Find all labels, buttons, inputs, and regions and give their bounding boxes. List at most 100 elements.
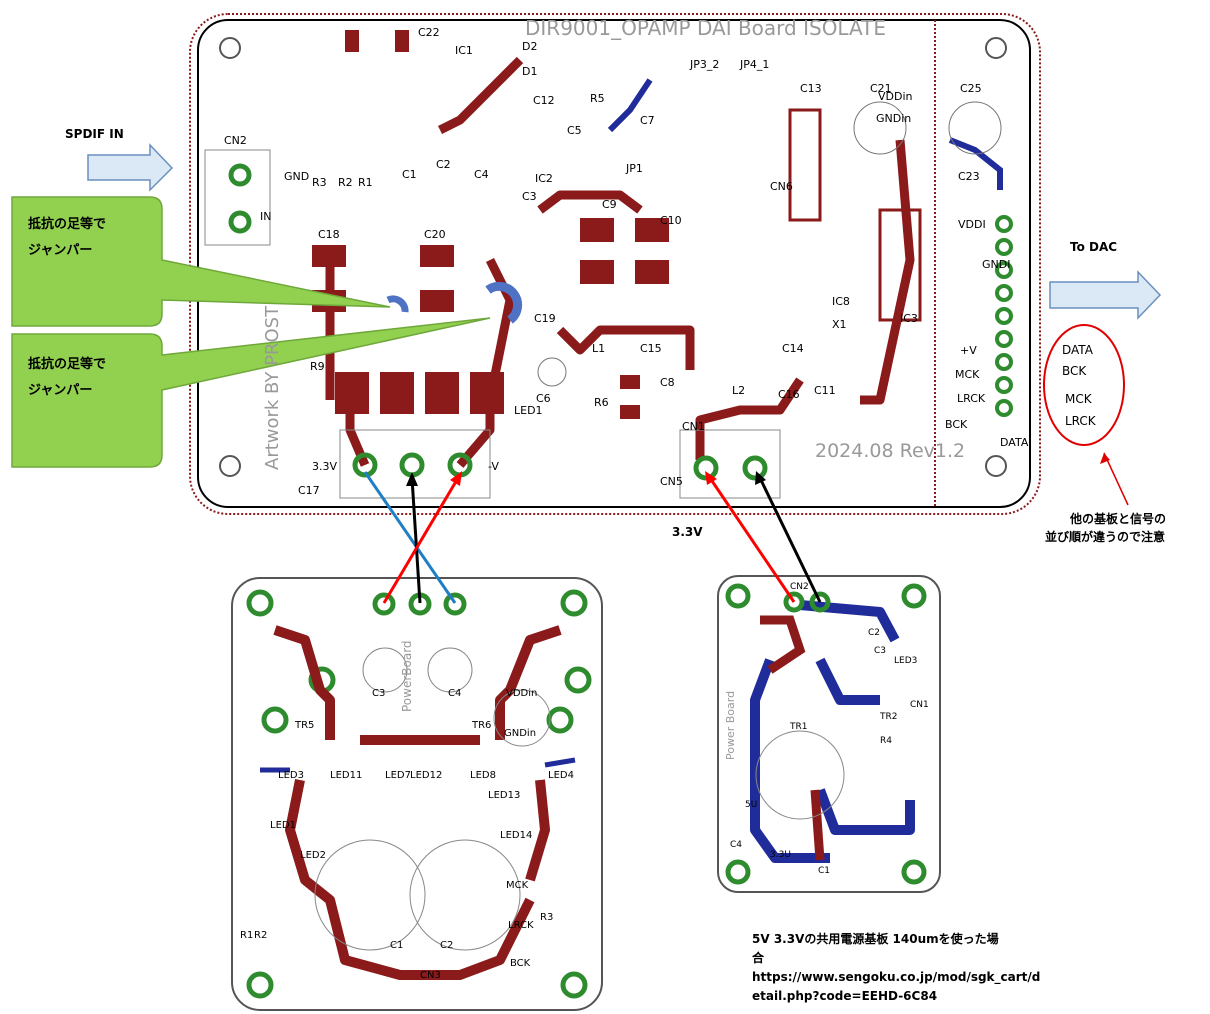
pads	[312, 30, 669, 419]
jumper-2	[485, 281, 523, 324]
ref-label: C12	[533, 94, 555, 107]
ref-label: X1	[832, 318, 847, 331]
right-board-ref-label: TR1	[790, 722, 808, 732]
ref-label: D2	[522, 40, 538, 53]
ref-label: C9	[602, 198, 617, 211]
note-line4[interactable]: etail.php?code=EEHD-6C84	[752, 989, 938, 1003]
ref-label: C3	[522, 190, 537, 203]
left-board-ref-label: MCK	[506, 880, 529, 891]
ref-label: C7	[640, 114, 655, 127]
led1	[537, 357, 567, 387]
left-board-name: PowerBoard	[400, 640, 414, 712]
callout-1-line2: ジャンパー	[28, 243, 93, 258]
ref-label: C14	[782, 342, 804, 355]
ref-label: CN5	[660, 475, 683, 488]
callout-2	[11, 317, 491, 468]
ref-label: R1	[358, 176, 373, 189]
signal-bck: BCK	[1062, 364, 1087, 378]
ref-label: C5	[567, 124, 582, 137]
right-board-name: Power Board	[724, 690, 737, 760]
left-board-ref-label: C4	[448, 688, 462, 699]
cn1-connector	[679, 429, 781, 499]
callout-1-line1: 抵抗の足等で	[28, 217, 107, 232]
spdif-in-label: SPDIF IN	[65, 127, 124, 141]
ref-label: LRCK	[957, 392, 986, 405]
wire-gnd	[410, 477, 422, 604]
wire-33v	[708, 477, 796, 603]
ref-label: R5	[590, 92, 605, 105]
left-board-ref-label: R1	[240, 930, 254, 941]
left-board-ref-label: C1	[390, 940, 404, 951]
ref-label: GND	[284, 170, 310, 183]
callout-1	[11, 196, 391, 327]
to-dac-label: To DAC	[1070, 240, 1118, 254]
left-board-ref-label: LED2	[300, 850, 326, 861]
main-board-inner	[197, 19, 1031, 508]
cn6-header	[995, 215, 1013, 417]
jumper-1	[386, 295, 409, 313]
signal-mck: MCK	[1065, 392, 1092, 406]
ref-label: C1	[402, 168, 417, 181]
left-board-ref-label: R2	[254, 930, 268, 941]
right-board-ref-label: C3	[874, 646, 887, 656]
v33-label: 3.3V	[672, 525, 703, 539]
ref-label: +V	[960, 344, 977, 357]
right-board-ref-label: R4	[880, 736, 892, 746]
ref-label: C16	[778, 388, 800, 401]
ref-label: BCK	[945, 418, 968, 431]
right-board-ref-label: CN1	[910, 700, 929, 710]
left-board-ref-label: LED11	[330, 770, 363, 781]
ref-label: DATA	[1000, 436, 1029, 449]
ref-label: IN	[260, 210, 272, 223]
left-board-ref-label: LED7	[385, 770, 411, 781]
left-board-ref-label: C2	[440, 940, 454, 951]
ref-label: C6	[536, 392, 551, 405]
ref-label: C22	[418, 26, 440, 39]
left-board-ref-label: VDDin	[506, 688, 538, 699]
ref-label: IC1	[455, 44, 473, 57]
ref-label: MCK	[955, 368, 980, 381]
board-title: DIR9001_OPAMP DAI Board ISOLATE	[525, 16, 887, 40]
ref-label: 3.3V	[312, 460, 338, 473]
ref-label: C4	[474, 168, 489, 181]
right-board-traces	[760, 615, 825, 861]
left-board-ref-label: TR6	[472, 720, 492, 731]
ref-label: CN2	[224, 134, 247, 147]
left-board-ref-label: LED8	[470, 770, 496, 781]
left-board-blue	[260, 757, 576, 773]
ref-label: LED1	[514, 404, 543, 417]
ref-label: R6	[594, 396, 609, 409]
note-line2: 合	[752, 951, 765, 965]
left-board-ref-label: LED1	[270, 820, 296, 831]
ref-label: VDDin	[878, 90, 913, 103]
ref-label: C17	[298, 484, 320, 497]
signal-data: DATA	[1062, 343, 1093, 357]
left-board-ref-label: LRCK	[508, 920, 534, 931]
signal-lrck: LRCK	[1065, 414, 1096, 428]
c21-cap	[853, 101, 907, 155]
blue-traces	[607, 78, 1003, 190]
spdif-arrow	[87, 143, 174, 192]
ref-label: C8	[660, 376, 675, 389]
right-board-ref-label: CN2	[790, 582, 809, 592]
note-line3[interactable]: https://www.sengoku.co.jp/mod/sgk_cart/d	[752, 970, 1041, 984]
ref-label: CN6	[770, 180, 793, 193]
callout-2-text: 抵抗の足等で ジャンパー	[28, 352, 106, 404]
ref-label: GNDI	[982, 258, 1011, 271]
left-board-holes	[246, 589, 592, 999]
left-board-ref-label: TR5	[295, 720, 315, 731]
ref-label: JP1	[626, 162, 643, 175]
ref-label: C19	[534, 312, 556, 325]
board-artwork: Artwork BY PROST	[262, 305, 283, 470]
ref-label: C23	[958, 170, 980, 183]
to-dac-arrow	[1049, 270, 1162, 320]
warning-text: 他の基板と信号の 並び順が違うので注意	[1045, 510, 1166, 546]
left-board-ref-label: GNDin	[504, 728, 537, 739]
left-board-ref-label: LED14	[500, 830, 533, 841]
warning-line1: 他の基板と信号の	[1070, 512, 1167, 526]
ref-label: C2	[436, 158, 451, 171]
ref-label: CN1	[682, 420, 705, 433]
ref-label: R3	[312, 176, 327, 189]
ref-label: JP3_2	[690, 58, 720, 71]
